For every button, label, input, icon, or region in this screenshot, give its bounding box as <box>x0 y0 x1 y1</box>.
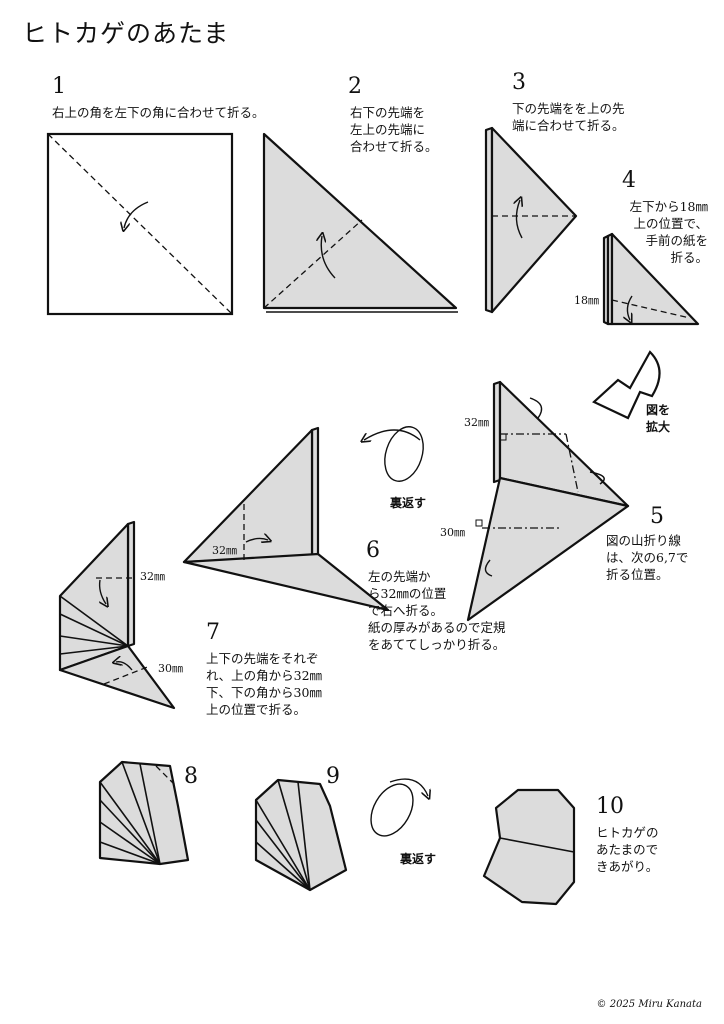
flip-label-2: 裏返す <box>400 852 437 866</box>
measure-32mm-step7: 32㎜ <box>140 570 165 583</box>
step7-number: 7 <box>206 620 220 645</box>
step3-triangle <box>484 126 578 314</box>
step4-number: 4 <box>622 168 636 193</box>
measure-32mm-step6: 32㎜ <box>212 544 237 557</box>
step1-number: 1 <box>52 74 66 99</box>
page-title: ヒトカゲのあたま <box>22 19 230 48</box>
step6-text: 左の先端か ら32㎜の位置 で右へ折る。 紙の厚みがあるので定規 をあててしっか… <box>368 569 506 652</box>
step1-square <box>46 132 234 316</box>
step5-text: 図の山折り線 は、次の6,7で 折る位置。 <box>606 533 689 582</box>
step9-number: 9 <box>326 764 340 789</box>
measure-30mm-step5: 30㎜ <box>440 526 465 539</box>
credit-text: © 2025 Miru Kanata <box>596 999 702 1010</box>
flip-arrow-icon <box>364 426 424 482</box>
enlarge-label: 図を 拡大 <box>646 403 671 434</box>
measure-30mm-step7: 30㎜ <box>158 662 183 675</box>
flip-arrow-2-icon <box>370 778 428 837</box>
step2-number: 2 <box>348 74 362 99</box>
step7-shape <box>58 520 176 710</box>
step8-number: 8 <box>184 764 198 789</box>
step1-text: 右上の角を左下の角に合わせて折る。 <box>52 105 265 120</box>
step4-triangle <box>602 232 700 326</box>
step8-shape <box>98 760 190 866</box>
step9-shape <box>254 778 348 892</box>
measure-18mm: 18㎜ <box>574 294 599 307</box>
step2-triangle <box>262 132 458 313</box>
step3-number: 3 <box>512 70 526 95</box>
step2-text: 右下の先端を 左上の先端に 合わせて折る。 <box>350 105 438 154</box>
step7-text: 上下の先端をそれぞ れ、上の角から32㎜ 下、下の角から30㎜ 上の位置で折る。 <box>206 651 323 717</box>
step6-number: 6 <box>366 538 380 563</box>
step10-text: ヒトカゲの あたまので きあがり。 <box>596 825 659 874</box>
step5-shape <box>466 380 630 622</box>
step5-number: 5 <box>650 504 664 529</box>
step3-text: 下の先端をを上の先 端に合わせて折る。 <box>512 101 625 133</box>
step10-number: 10 <box>596 794 624 819</box>
measure-32mm-step5: 32㎜ <box>464 416 489 429</box>
enlarge-arrow <box>592 350 661 420</box>
step4-text: 左下から18㎜ 上の位置で、 手前の紙を 折る。 <box>629 199 708 265</box>
flip-label: 裏返す <box>390 496 427 510</box>
step10-head <box>482 788 576 906</box>
step6-shape <box>182 426 390 612</box>
